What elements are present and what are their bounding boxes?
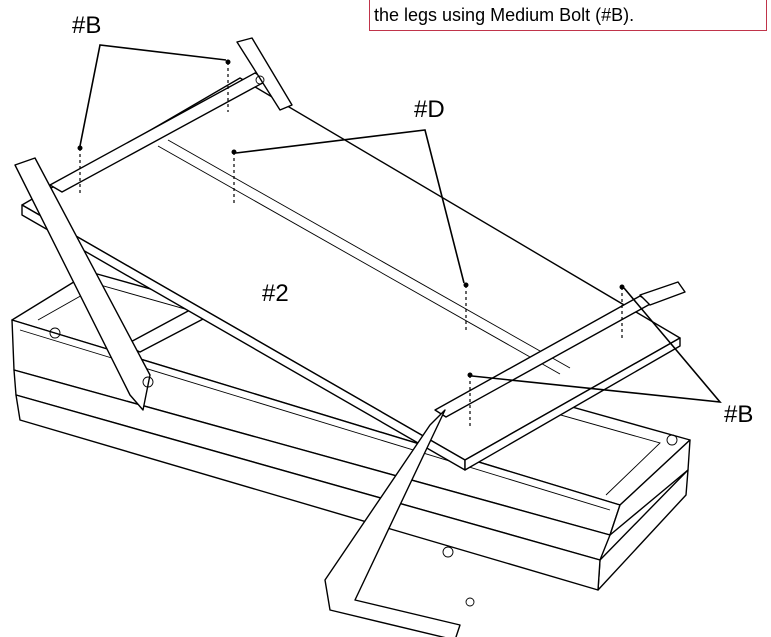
legs [14, 37, 686, 637]
instruction-text: the legs using Medium Bolt (#B). [374, 5, 635, 25]
label-bolt-b-top: #B [72, 12, 102, 39]
label-bolt-d: #D [414, 96, 445, 123]
instruction-callout: the legs using Medium Bolt (#B). [369, 0, 767, 31]
label-part-2: #2 [262, 280, 289, 307]
label-bolt-b-right: #B [724, 401, 754, 428]
bolt-b-right-group [467, 284, 722, 426]
bolt-b-top-group [77, 44, 231, 196]
bolt-d-group [231, 129, 469, 330]
